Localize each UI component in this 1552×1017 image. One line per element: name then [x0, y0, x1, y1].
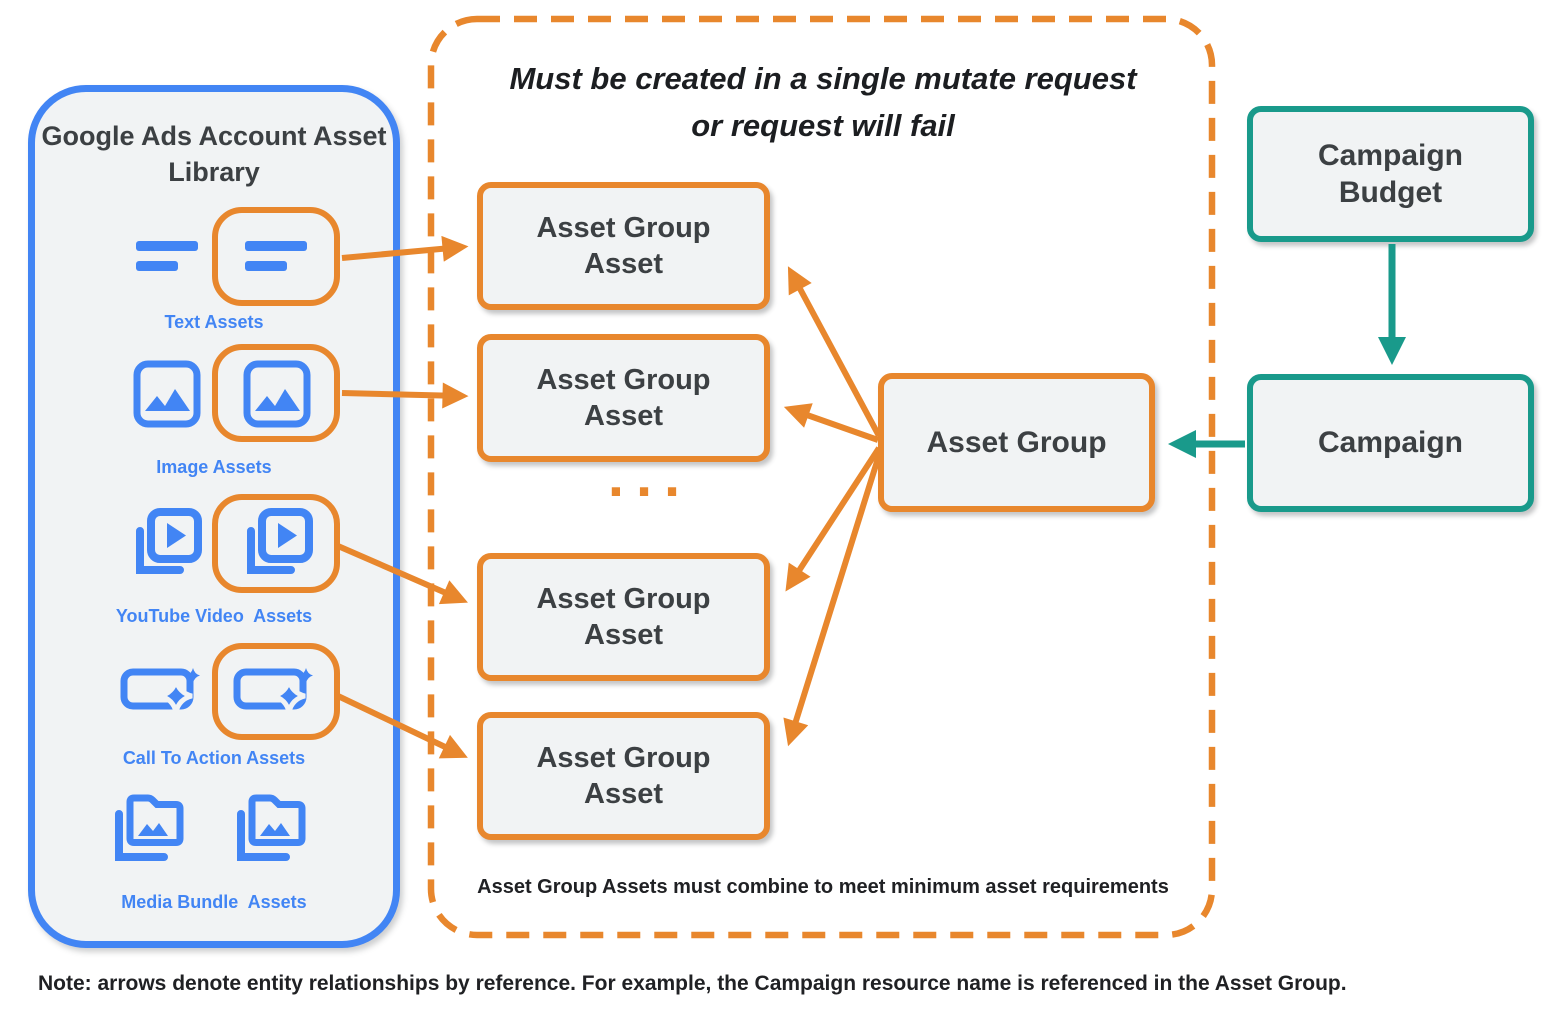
image-asset-icon — [243, 360, 311, 428]
asset-group-asset-box: Asset Group Asset — [477, 712, 770, 840]
media-bundle-asset-icon — [237, 794, 306, 861]
arrow-asset-group-to-box4 — [783, 451, 883, 747]
more-assets-ellipsis: ... — [607, 444, 693, 509]
asset-group-asset-box: Asset Group Asset — [477, 553, 770, 681]
asset-library-title: Google Ads Account Asset Library — [41, 121, 387, 187]
asset-group-asset-box: Asset Group Asset — [477, 334, 770, 462]
media-bundle-asset-icon — [115, 794, 184, 861]
text-assets-label: Text Assets — [164, 312, 264, 332]
image-asset-icon — [133, 360, 201, 428]
mutate-group-title-line2: or request will fail — [691, 108, 955, 143]
youtube-video-asset-icon — [136, 508, 202, 574]
call-to-action-asset-icon — [233, 668, 313, 713]
image-assets-label: Image Assets — [156, 457, 272, 477]
mutate-group-footnote: Asset Group Assets must combine to meet … — [477, 876, 1169, 898]
selected-image-asset-ring — [212, 344, 340, 442]
arrow-asset-group-to-box1 — [787, 266, 882, 438]
text-asset-icon — [136, 241, 198, 271]
asset-group-asset-box: Asset Group Asset — [477, 182, 770, 310]
mutate-group-title-line1: Must be created in a single mutate reque… — [509, 61, 1137, 96]
campaign-box: Campaign — [1247, 374, 1534, 512]
campaign-budget-box: Campaign Budget — [1247, 106, 1534, 242]
selected-text-asset-ring — [212, 207, 340, 306]
diagram-note: Note: arrows denote entity relationships… — [38, 972, 1347, 995]
call-to-action-asset-icon — [120, 668, 200, 713]
mutate-group-title: Must be created in a single mutate reque… — [430, 55, 1216, 149]
call-to-action-assets-label: Call To Action Assets — [122, 748, 306, 768]
asset-group-box: Asset Group — [878, 373, 1155, 512]
arrow-asset-group-to-box2 — [783, 403, 879, 443]
media-bundle-assets-label: Media Bundle Assets — [121, 892, 307, 912]
selected-call-to-action-asset-ring — [212, 643, 340, 740]
youtube-video-asset-icon — [247, 508, 313, 574]
text-asset-icon — [245, 241, 307, 271]
arrow-asset-group-to-box3 — [785, 446, 882, 592]
youtube-video-assets-label: YouTube Video Assets — [115, 606, 313, 626]
